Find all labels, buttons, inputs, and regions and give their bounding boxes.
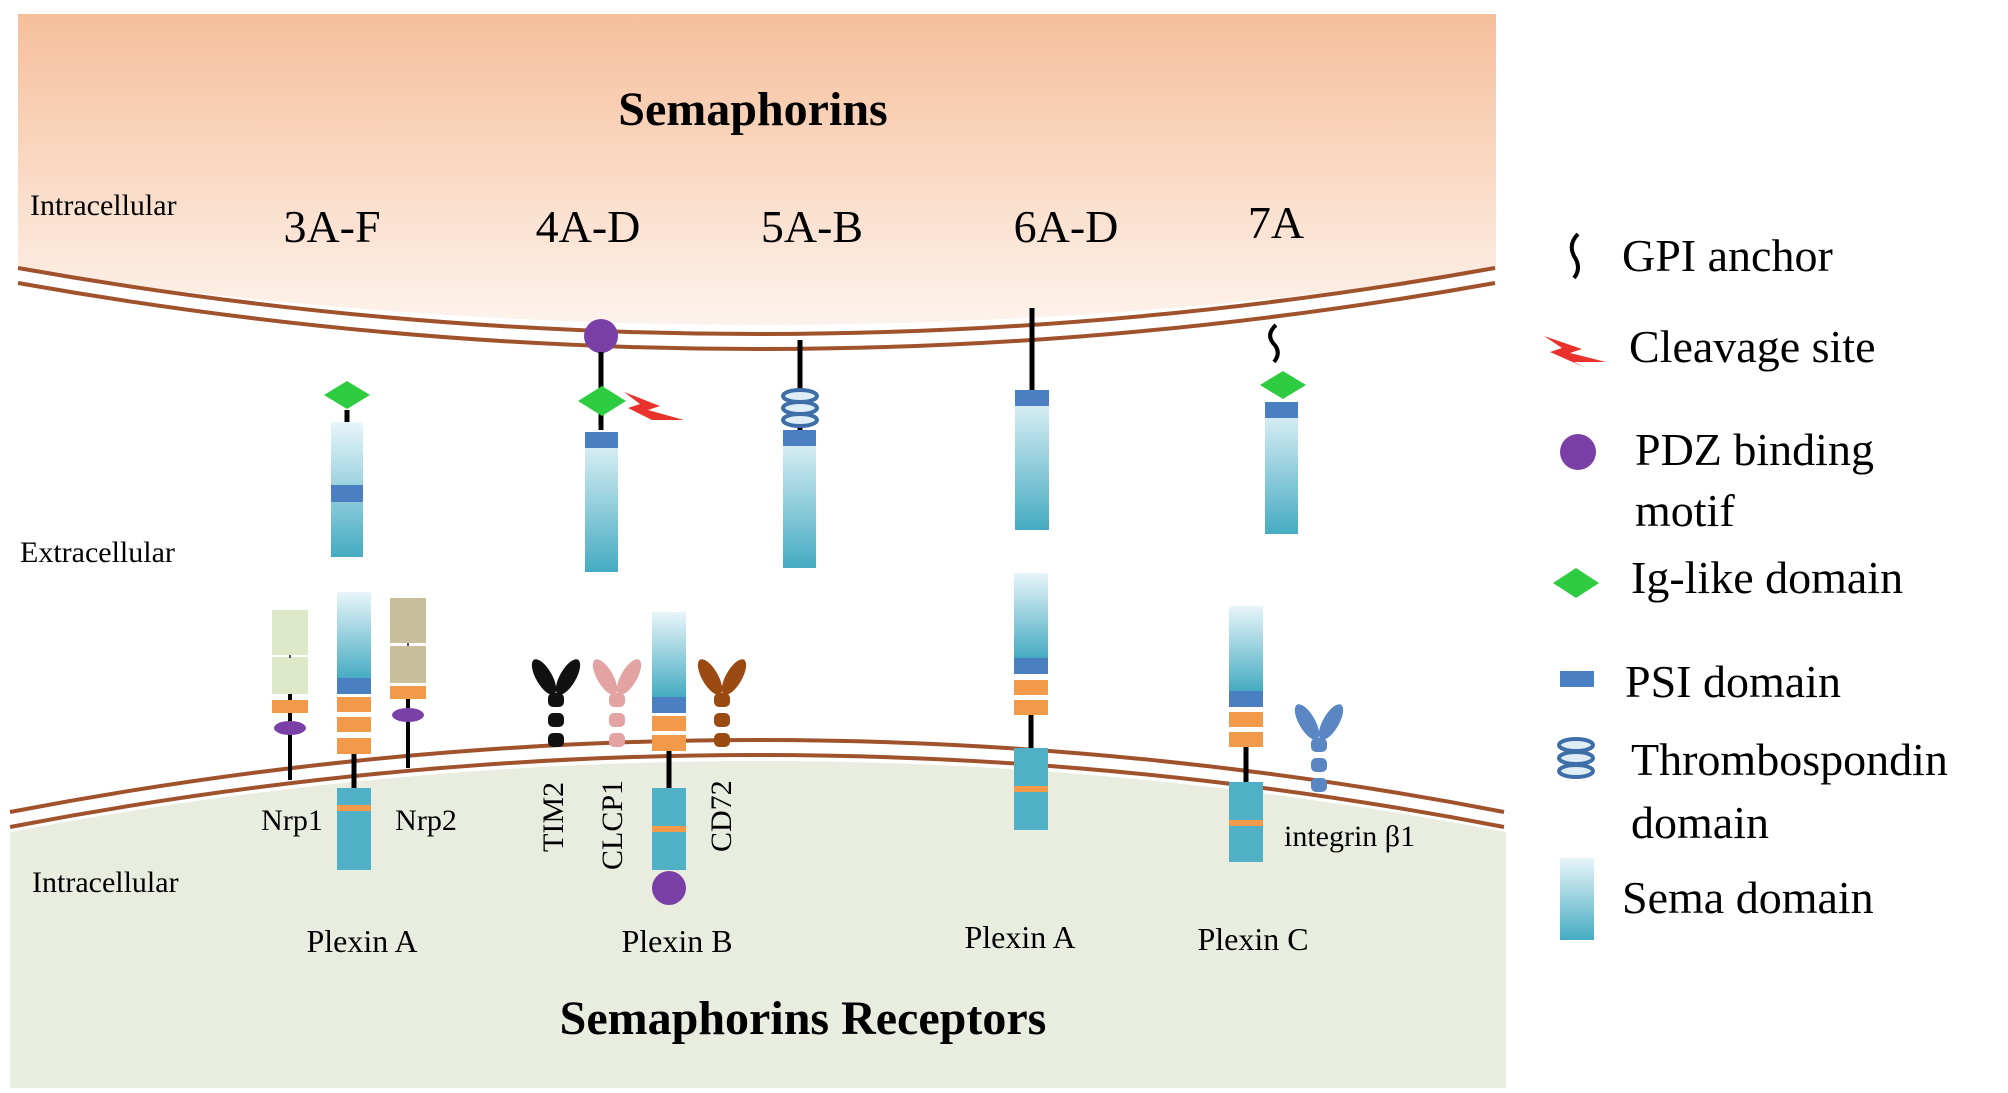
- legend-label-sema: Sema domain: [1622, 872, 1874, 923]
- legend-label-thrombospondin-line1: Thrombospondin: [1631, 734, 1948, 785]
- sema-domain: [585, 432, 618, 572]
- gpi-anchor-icon: [1268, 323, 1280, 364]
- family-label-5a-b: 5A-B: [761, 201, 863, 252]
- top-intracellular-label: Intracellular: [30, 189, 177, 222]
- top-title: Semaphorins: [618, 83, 887, 136]
- thrombospondin-domain-icon: [781, 388, 819, 428]
- cleavage-site-icon: [1544, 336, 1606, 368]
- ig-like-domain-icon: [1553, 568, 1599, 598]
- semaphorin-3a-f: [324, 381, 370, 557]
- clcp1-label: CLCP1: [596, 780, 629, 870]
- nrp1-label: Nrp1: [261, 804, 323, 837]
- bottom-membrane: [9, 738, 1505, 829]
- nrp2-label: Nrp2: [395, 804, 457, 837]
- legend-label-pdz-line2: motif: [1635, 485, 1735, 536]
- legend-label-cleavage-site: Cleavage site: [1629, 321, 1876, 372]
- psi-domain: [585, 432, 618, 448]
- psi-domain: [1265, 402, 1298, 418]
- cleavage-site-icon: [624, 392, 684, 426]
- psi-domain: [331, 485, 363, 502]
- bottom-cell-background: [10, 761, 1506, 1088]
- sema-domain-icon: [1560, 858, 1594, 940]
- plexin-c-receptor: [1229, 606, 1263, 862]
- legend-label-pdz-line1: PDZ binding: [1635, 424, 1874, 475]
- ig-like-domain-icon: [578, 386, 626, 416]
- tim2-label: TIM2: [537, 782, 570, 852]
- family-label-7a: 7A: [1248, 197, 1304, 248]
- bottom-intracellular-label: Intracellular: [32, 866, 179, 899]
- plexin-label-a-left: Plexin A: [306, 923, 417, 959]
- sema-domain: [1265, 402, 1298, 534]
- clcp1-receptor: [592, 659, 642, 747]
- sema-domain: [1015, 390, 1049, 530]
- psi-domain-icon: [1560, 671, 1594, 687]
- legend-label-gpi-anchor: GPI anchor: [1622, 230, 1833, 281]
- nrp1-receptor: [272, 610, 308, 780]
- psi-domain: [1015, 390, 1049, 406]
- legend-label-ig-like: Ig-like domain: [1631, 552, 1903, 603]
- family-label-3a-f: 3A-F: [283, 201, 380, 252]
- pdz-binding-motif-icon: [1560, 434, 1596, 470]
- integrin-label: integrin β1: [1284, 820, 1415, 853]
- pdz-binding-motif-icon: [584, 319, 618, 353]
- nrp2-receptor: [390, 598, 426, 768]
- sema-domain: [783, 430, 816, 568]
- thrombospondin-domain-icon: [1557, 737, 1595, 779]
- top-membrane: [17, 266, 1496, 351]
- cd72-receptor: [697, 659, 747, 747]
- plexin-a-receptor-right: [1014, 573, 1048, 830]
- legend: GPI anchor Cleavage site PDZ binding mot…: [1544, 230, 1948, 940]
- family-label-6a-d: 6A-D: [1014, 201, 1119, 252]
- cd72-label: CD72: [705, 780, 738, 852]
- plexin-label-b: Plexin B: [621, 923, 732, 959]
- plexin-b-receptor: [652, 612, 686, 905]
- tim2-receptor: [531, 659, 581, 747]
- legend-label-thrombospondin-line2: domain: [1631, 797, 1769, 848]
- extracellular-label: Extracellular: [20, 536, 175, 569]
- ig-like-domain-icon: [1260, 371, 1306, 399]
- semaphorin-5a-b: [781, 340, 819, 568]
- semaphorin-4a-d: [578, 319, 684, 572]
- semaphorin-6a-d: [1015, 308, 1049, 530]
- semaphorin-7a: [1260, 323, 1306, 534]
- ig-like-domain-icon: [324, 381, 370, 409]
- top-cell-background: [18, 14, 1496, 325]
- pdz-binding-motif-icon: [652, 871, 686, 905]
- legend-label-psi: PSI domain: [1625, 656, 1841, 707]
- gpi-anchor-icon: [1569, 232, 1580, 280]
- plexin-a-receptor-left: [337, 592, 371, 870]
- family-label-4a-d: 4A-D: [536, 201, 641, 252]
- psi-domain: [783, 430, 816, 446]
- plexin-label-c: Plexin C: [1197, 921, 1308, 957]
- bottom-title: Semaphorins Receptors: [560, 992, 1047, 1045]
- integrin-beta1-receptor: [1294, 704, 1344, 792]
- plexin-label-a-right: Plexin A: [964, 919, 1075, 955]
